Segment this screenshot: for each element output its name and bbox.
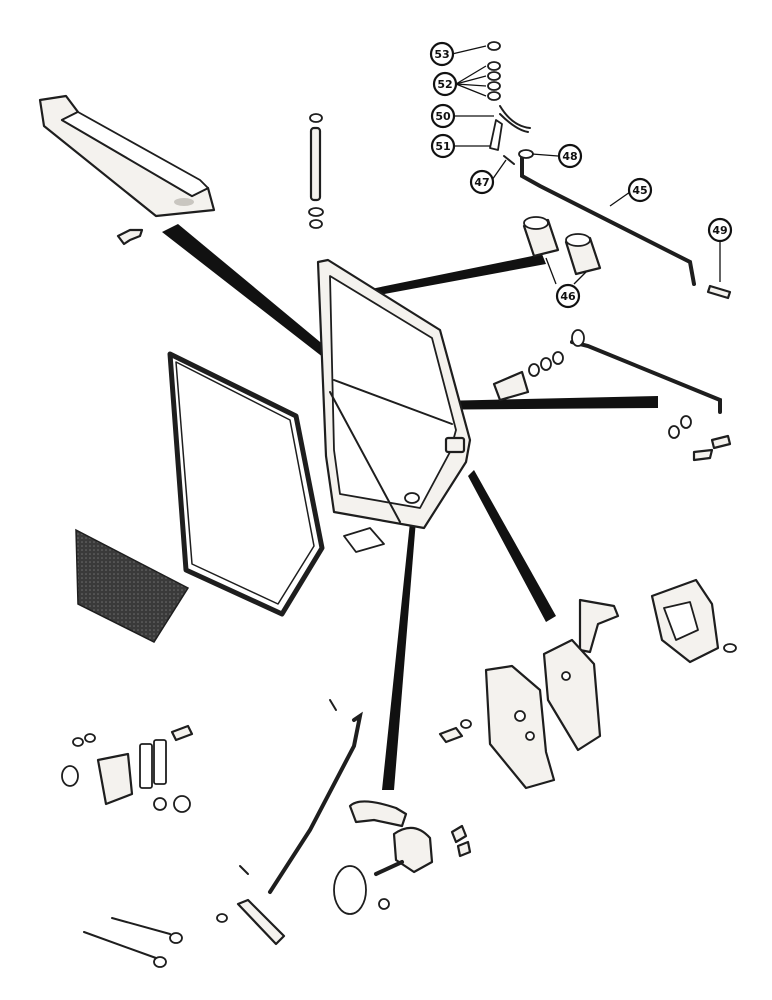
- callout-label-53: 53: [434, 48, 449, 61]
- callout-lines: [451, 45, 721, 285]
- link-bar: [236, 898, 286, 946]
- grab-handle: [38, 94, 216, 218]
- door-rod-45: [520, 156, 696, 286]
- latch-mechanism: [578, 578, 737, 664]
- leader-door-to-inner-handle: [382, 520, 416, 790]
- callout-48: 48: [557, 143, 583, 169]
- link-rod: [268, 699, 363, 894]
- rod-ends: [83, 917, 183, 968]
- callout-45: 45: [627, 177, 653, 203]
- callout-label-49: 49: [712, 224, 727, 237]
- callout-label-47: 47: [474, 176, 489, 189]
- keys: [450, 824, 472, 858]
- screen-mesh: [75, 528, 190, 643]
- callout-label-45: 45: [632, 184, 647, 197]
- rod-fitting: [489, 105, 534, 159]
- callout-label-50: 50: [435, 110, 451, 123]
- latch-rod: [570, 329, 722, 414]
- callout-46: 46: [555, 283, 581, 309]
- latch-plate-outer: [484, 664, 556, 790]
- callout-47: 47: [469, 169, 495, 195]
- latch-bolt-screw: [438, 719, 472, 744]
- washer-stack: [487, 41, 501, 101]
- door-frame: [316, 258, 472, 530]
- small-plate: [343, 527, 385, 553]
- inner-handle: [333, 800, 434, 915]
- callout-52: 52: [432, 71, 458, 97]
- callout-53: 53: [429, 41, 455, 67]
- bracket-assembly: [61, 724, 194, 813]
- callout-50: 50: [430, 103, 456, 129]
- callout-label-48: 48: [562, 150, 577, 163]
- leader-door-to-latch-plate: [468, 470, 556, 622]
- callout-49: 49: [707, 217, 733, 243]
- latch-plate-inner: [542, 638, 602, 752]
- link-clip: [216, 865, 249, 923]
- callout-51: 51: [430, 133, 456, 159]
- callout-label-51: 51: [435, 140, 450, 153]
- window-seal: [167, 351, 325, 617]
- callout-label-46: 46: [560, 290, 576, 303]
- callout-label-52: 52: [437, 78, 452, 91]
- bushings-46: [522, 216, 602, 276]
- small-pin-47: [503, 155, 515, 165]
- handle-screw: [116, 228, 144, 246]
- hinge-pin: [308, 113, 324, 229]
- cotter-pin-49: [706, 284, 732, 300]
- rod-washers-right: [668, 415, 732, 462]
- leader-bushings-to-door: [352, 254, 546, 300]
- latch-knob-and-washers: [492, 351, 564, 402]
